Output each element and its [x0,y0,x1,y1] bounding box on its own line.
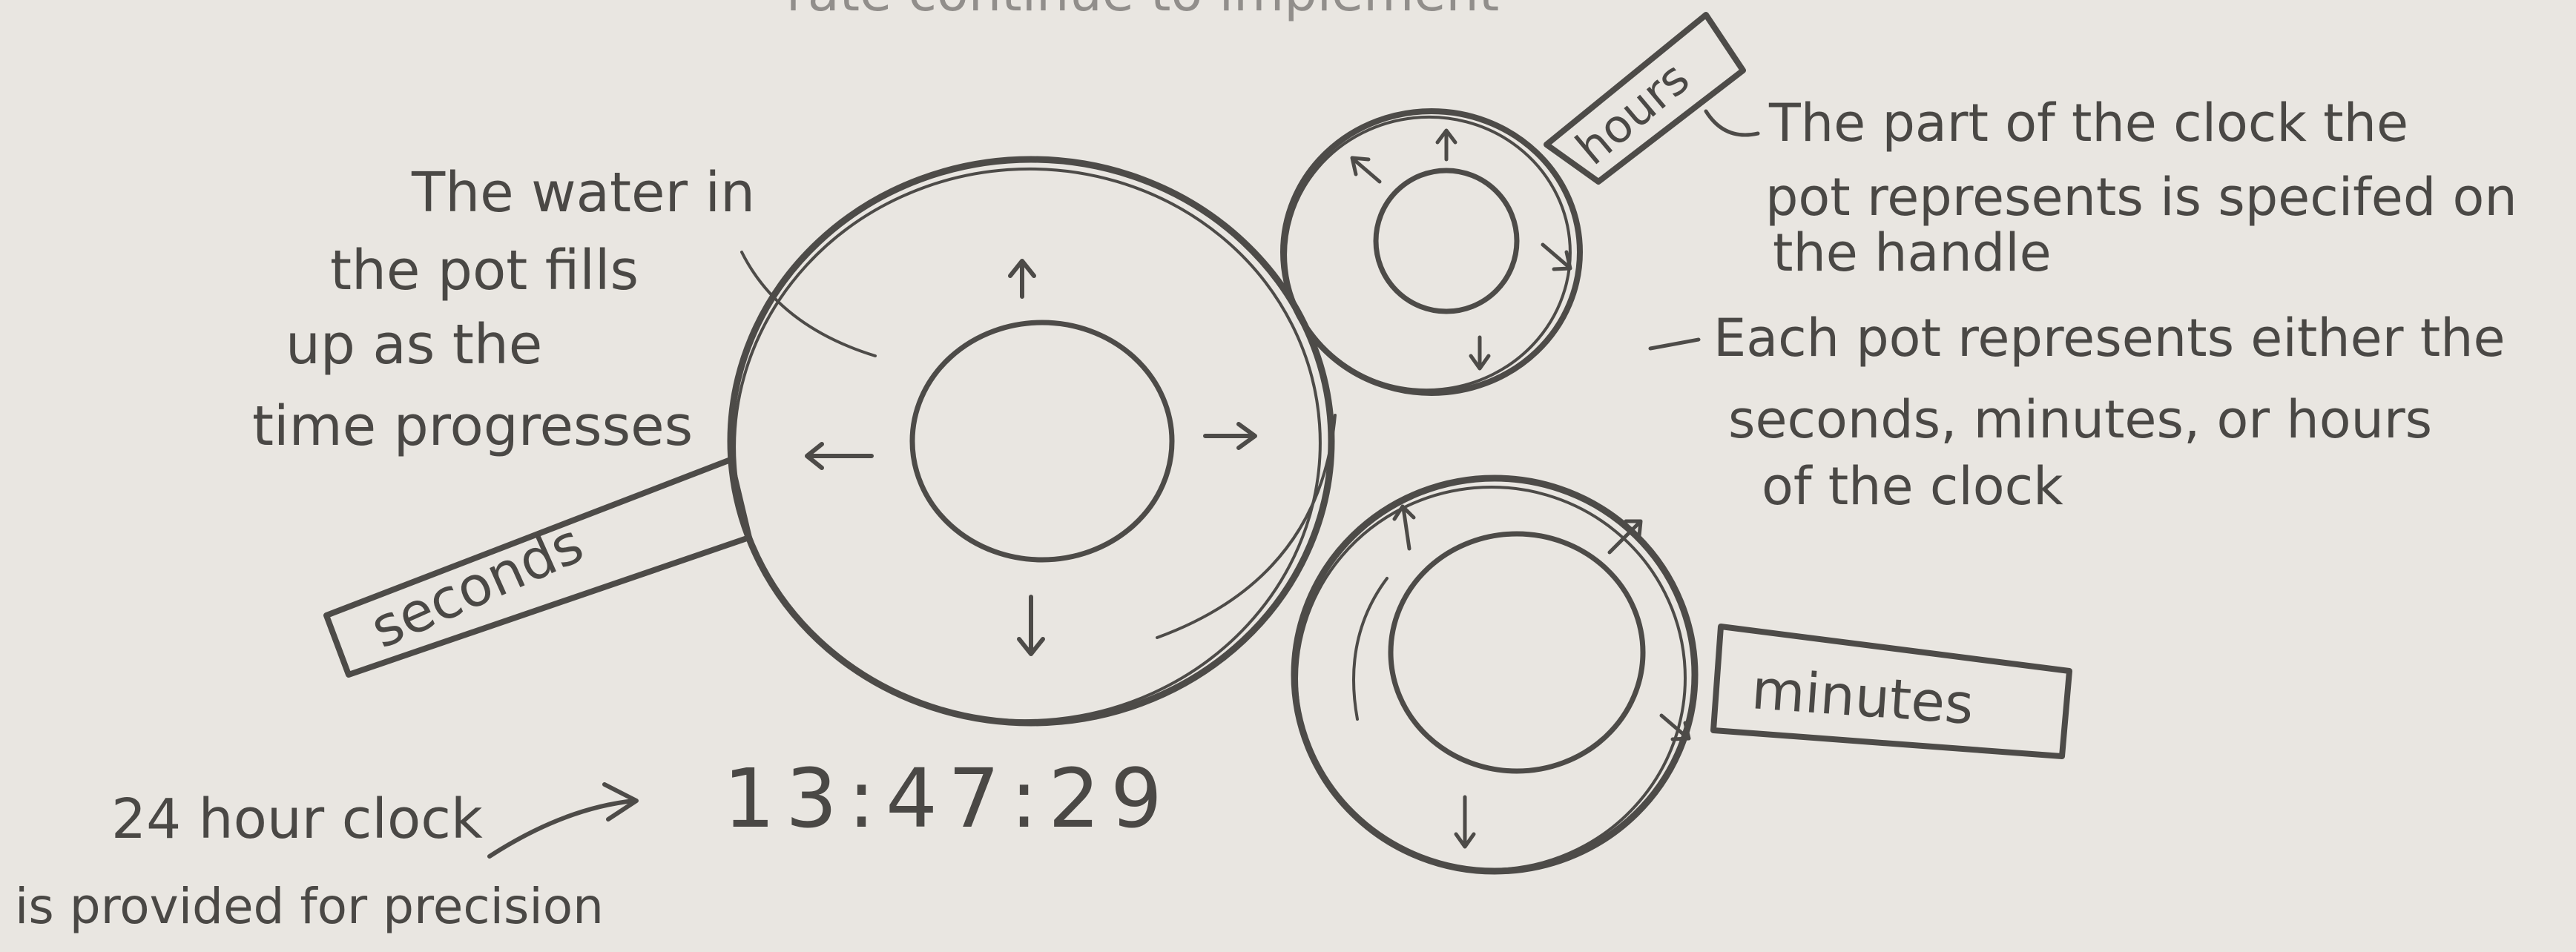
digital-clock-time: 13:47:29 [723,751,1173,846]
clock-note-line-1: 24 hour clock [111,787,483,851]
each-pot-note-line-3: of the clock [1762,456,2063,517]
minutes-pot-inner-curve [1352,577,1389,721]
minutes-handle-label: minutes [1750,658,1976,737]
hours-water [1373,168,1520,314]
handle-spec-note: The part of the clock the pot represents… [1704,93,2517,283]
each-pot-connector [1648,337,1701,351]
top-cut-text: rate continue to implement [786,0,1499,23]
arrow-up-right-icon [1607,519,1643,555]
arrow-down-right-icon [1659,713,1691,741]
water-fill-note-line-1: The water in [411,161,755,225]
handle-spec-note-line-2: pot represents is specifed on [1765,167,2517,228]
arrow-right-icon [487,782,639,859]
arrow-up-left-icon [1350,156,1382,184]
water-fill-note-line-4: time progresses [252,394,693,458]
arrow-left-icon [805,442,874,470]
clock-note-line-2: is provided for precision [15,878,604,935]
each-pot-note-line-1: Each pot represents either the [1713,308,2506,368]
handle-spec-connector [1704,109,1760,137]
minutes-pot: minutes [1291,475,2072,875]
seconds-water [909,320,1175,563]
hours-pot-rim [1280,108,1583,396]
minutes-water [1388,531,1646,774]
minutes-pot-rim-sketch [1295,485,1687,872]
arrow-up-icon [1008,259,1036,299]
hours-pot-rim-sketch [1284,115,1572,392]
each-pot-note: Each pot represents either the seconds, … [1648,308,2506,517]
water-fill-note: The water in the pot fills up as the tim… [252,161,755,458]
handle-spec-note-line-3: the handle [1773,222,2052,283]
arrow-down-right-icon [1541,242,1572,271]
minutes-handle [1710,624,2072,759]
arrow-down-icon [1469,335,1491,371]
clock-note: 24 hour clock is provided for precision [15,782,639,935]
minutes-pot-rim [1291,475,1699,875]
seconds-pot-inner-curve [740,251,1337,639]
arrow-down-icon [1017,595,1045,656]
each-pot-note-line-2: seconds, minutes, or hours [1728,389,2432,450]
handle-spec-note-line-1: The part of the clock the [1768,93,2408,153]
hours-handle [1544,12,1746,185]
water-fill-note-line-3: up as the [286,313,542,377]
seconds-pot-rim-sketch [733,167,1322,723]
arrow-up-icon [1392,504,1416,551]
water-fill-note-line-2: the pot fills [330,239,639,303]
arrow-right-icon [1203,422,1257,450]
arrow-down-icon [1454,795,1476,849]
arrow-up-icon [1435,128,1457,162]
